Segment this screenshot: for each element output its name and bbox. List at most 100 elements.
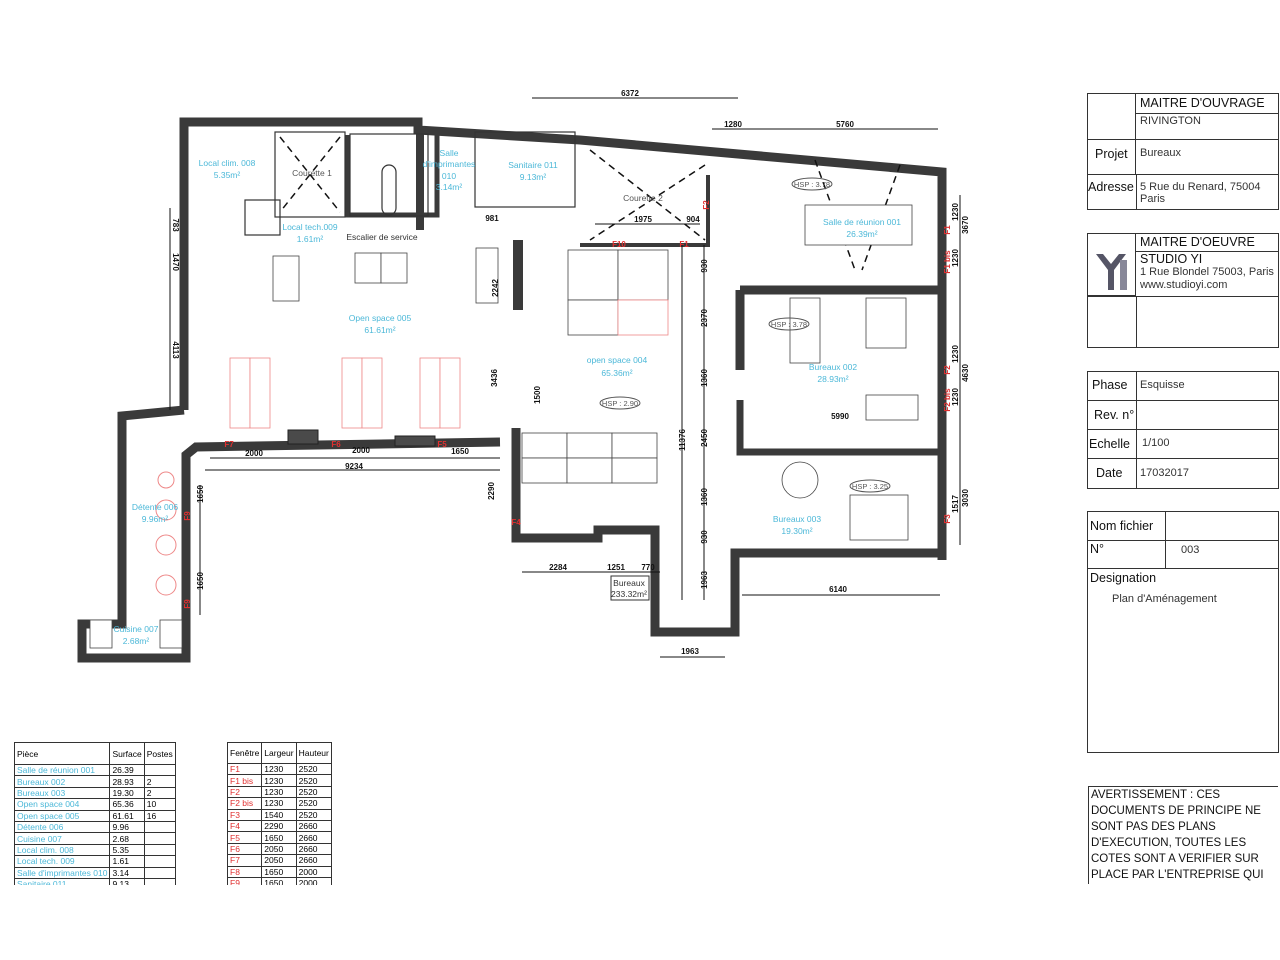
svg-text:6140: 6140 xyxy=(829,585,847,594)
svg-text:F1 bis: F1 bis xyxy=(943,250,952,274)
hsp-label: HSP : 3.25 xyxy=(852,482,888,491)
row-label: F2 xyxy=(227,785,263,799)
phase-block: Phase Esquisse Rev. n° Echelle 1/100 Dat… xyxy=(1087,371,1279,489)
row-value: 2520 xyxy=(295,797,332,810)
owner-block: MAITRE D'OUVRAGE RIVINGTON Projet Bureau… xyxy=(1087,93,1279,210)
courette-1 xyxy=(274,131,346,218)
row-value: 9.13 xyxy=(109,877,145,885)
row-label: Open space 004 xyxy=(14,798,111,811)
row-value: 26.39 xyxy=(109,763,145,777)
svg-text:Détente 006: Détente 006 xyxy=(132,502,179,512)
svg-text:3030: 3030 xyxy=(961,489,970,507)
row-label: Sanitaire 011 xyxy=(14,877,111,885)
row-value: 2290 xyxy=(261,819,297,833)
svg-text:2.68m²: 2.68m² xyxy=(123,636,150,646)
row-value xyxy=(143,820,176,834)
svg-text:904: 904 xyxy=(686,215,700,224)
row-label: Local clim. 008 xyxy=(14,843,111,857)
row-value: 3.14 xyxy=(109,866,145,879)
svg-text:1360: 1360 xyxy=(700,369,709,387)
row-label: F1 xyxy=(227,762,263,776)
row-value xyxy=(143,866,176,879)
row-value: 2520 xyxy=(295,762,332,776)
svg-text:010: 010 xyxy=(442,171,456,181)
svg-text:9.13m²: 9.13m² xyxy=(520,172,547,182)
window-labels: F1 F1 bis F2 F2 F2 bis F3 F4 F5 F6 F7 F9… xyxy=(183,200,952,609)
row-value: 1230 xyxy=(261,774,297,787)
row-value: 28.93 xyxy=(109,775,145,788)
svg-text:2284: 2284 xyxy=(549,563,567,572)
row-label: Open space 005 xyxy=(14,809,111,822)
svg-text:930: 930 xyxy=(700,530,709,544)
svg-text:233.32m²: 233.32m² xyxy=(611,589,647,599)
file-block: Nom fichier N° 003 Designation Plan d'Am… xyxy=(1087,511,1279,753)
svg-text:F9: F9 xyxy=(183,599,192,609)
svg-text:F6: F6 xyxy=(331,440,341,449)
dimensions: 6372 1280 5760 981 1975 904 2242 3436 15… xyxy=(171,89,970,656)
svg-text:3670: 3670 xyxy=(961,216,970,234)
svg-text:Sanitaire 011: Sanitaire 011 xyxy=(508,160,558,170)
row-value: 1650 xyxy=(261,876,297,885)
row-label: F5 xyxy=(227,831,263,844)
svg-text:5990: 5990 xyxy=(831,412,849,421)
row-value: 2660 xyxy=(295,854,332,867)
svg-text:1360: 1360 xyxy=(700,488,709,506)
row-value: 1230 xyxy=(261,762,297,776)
svg-text:1650: 1650 xyxy=(196,572,205,590)
row-value xyxy=(143,877,176,885)
svg-text:1.61m²: 1.61m² xyxy=(297,234,324,244)
svg-text:9.96m²: 9.96m² xyxy=(142,514,169,524)
svg-text:F2: F2 xyxy=(943,365,952,375)
svg-text:3.14m²: 3.14m² xyxy=(436,182,463,192)
row-value xyxy=(143,832,176,845)
row-value: 2520 xyxy=(295,785,332,799)
svg-text:F1: F1 xyxy=(943,225,952,235)
svg-text:4630: 4630 xyxy=(961,364,970,382)
row-value: 2050 xyxy=(261,842,297,856)
row-value: 2660 xyxy=(295,819,332,833)
svg-text:Local tech.009: Local tech.009 xyxy=(282,222,338,232)
svg-text:5760: 5760 xyxy=(836,120,854,129)
row-value: 10 xyxy=(143,798,176,811)
svg-text:1963: 1963 xyxy=(681,647,699,656)
svg-text:1230: 1230 xyxy=(951,203,960,221)
svg-text:1470: 1470 xyxy=(171,253,180,271)
svg-text:2290: 2290 xyxy=(487,482,496,500)
row-value xyxy=(143,843,176,857)
room-labels: Local clim. 008 5.35m² Courette 1 Local … xyxy=(114,148,902,646)
svg-text:F10: F10 xyxy=(612,240,626,249)
svg-text:61.61m²: 61.61m² xyxy=(364,325,395,335)
row-label: Bureaux 003 xyxy=(14,786,111,800)
row-value: 9.96 xyxy=(109,820,145,834)
row-value: 65.36 xyxy=(109,798,145,811)
row-value: 19.30 xyxy=(109,786,145,800)
row-value xyxy=(143,763,176,777)
hsp-label: HSP : 3.78 xyxy=(794,180,830,189)
row-label: F8 xyxy=(227,865,263,878)
svg-text:open space 004: open space 004 xyxy=(587,355,648,365)
row-label: F4 xyxy=(227,819,263,833)
row-value: 1230 xyxy=(261,797,297,810)
svg-text:F2 bis: F2 bis xyxy=(943,388,952,412)
svg-text:19.30m²: 19.30m² xyxy=(781,526,812,536)
row-value: 2520 xyxy=(295,808,332,821)
svg-text:F9: F9 xyxy=(183,511,192,521)
hsp-label: HSP : 3.78 xyxy=(771,320,807,329)
svg-text:Salle de réunion 001: Salle de réunion 001 xyxy=(823,217,901,227)
svg-text:1963: 1963 xyxy=(700,571,709,589)
svg-text:Courette 2: Courette 2 xyxy=(623,193,663,203)
architect-block: MAITRE D'OEUVRE STUDIO YI 1 Rue Blondel … xyxy=(1087,233,1279,348)
total-area-box xyxy=(610,575,650,601)
